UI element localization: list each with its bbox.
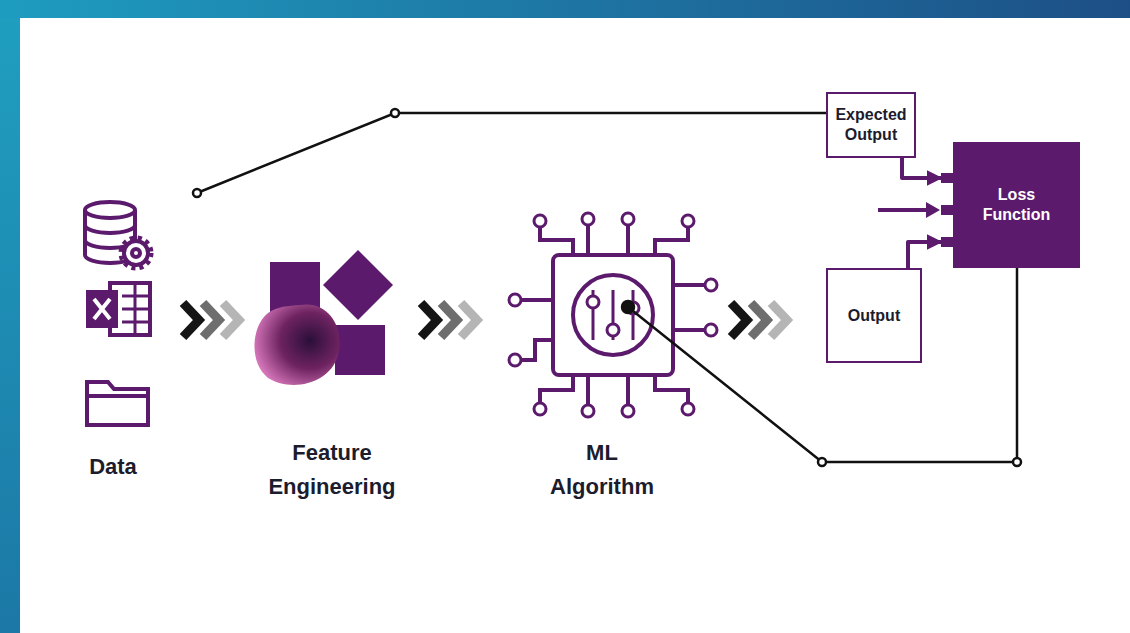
folder-icon: [87, 382, 148, 425]
ml-chip-icon: [509, 213, 717, 417]
stage-label: ML Algorithm: [550, 436, 654, 504]
stage-label: Data: [89, 450, 137, 484]
output-box: Output: [826, 268, 922, 363]
box-text: Output: [848, 306, 900, 326]
loss-ports: [941, 173, 953, 247]
box-text: Loss Function: [983, 185, 1051, 225]
input-arrow: [878, 202, 940, 218]
frame-top-band: [0, 0, 1130, 18]
flow-arrow: [908, 242, 941, 268]
database-icon: [85, 202, 151, 268]
box-text: Expected Output: [835, 105, 906, 145]
white-panel: [20, 18, 1130, 633]
flow-chevrons: [421, 303, 477, 337]
loss-function-box: Loss Function: [953, 142, 1080, 268]
flow-arrow: [902, 158, 941, 178]
flow-chevrons: [731, 303, 787, 337]
flow-chevrons: [183, 303, 239, 337]
signal-wires: [197, 113, 1017, 462]
stage-label: Feature Engineering: [268, 436, 395, 504]
spreadsheet-icon: [86, 283, 150, 335]
expected-output-box: Expected Output: [826, 92, 916, 158]
wire-joints: [193, 109, 1021, 466]
feature-shapes: [254, 250, 393, 385]
